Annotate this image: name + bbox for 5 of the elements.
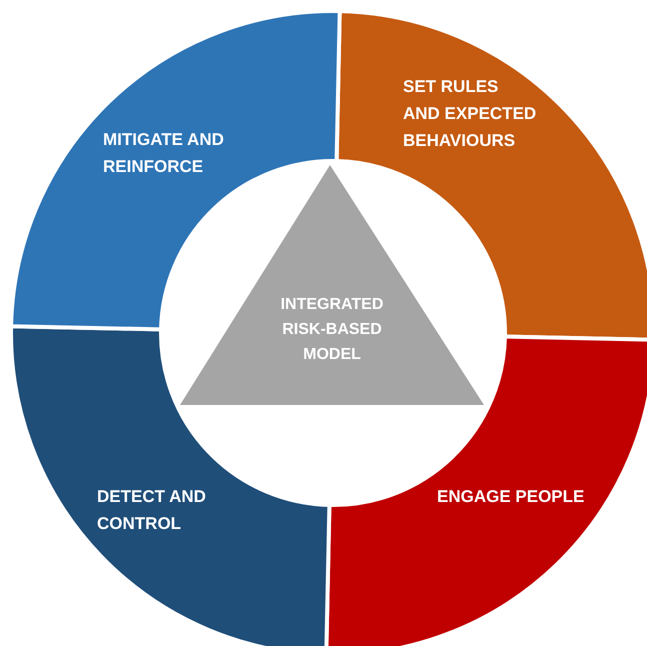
segment-label: INTEGRATED RISK-BASED MODEL [280,295,384,365]
segment-label: MITIGATE AND REINFORCE [103,129,225,178]
segment-label: DETECT AND CONTROL [97,486,207,535]
segment-label: SET RULES AND EXPECTED BEHAVIOURS [403,76,538,152]
segment-label: ENGAGE PEOPLE [437,486,586,508]
